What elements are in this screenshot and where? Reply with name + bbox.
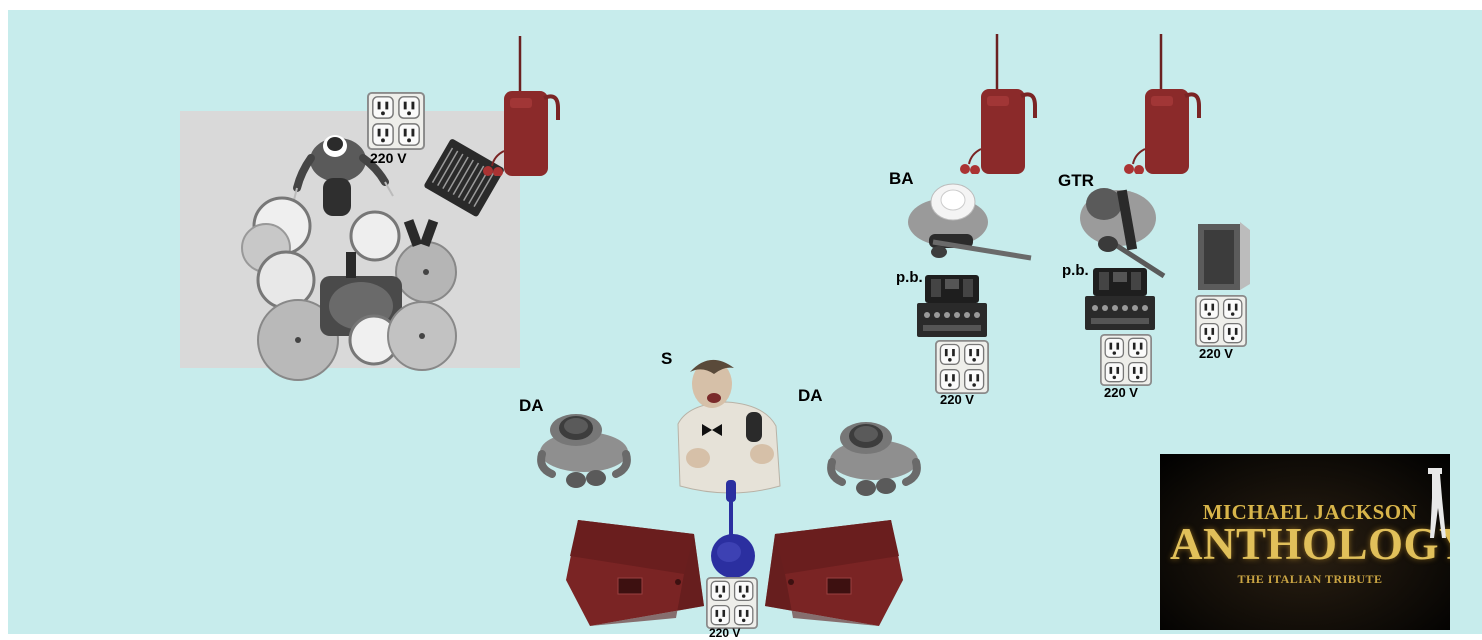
logo-line-2: ANTHOLOGY — [1170, 518, 1440, 570]
monitor-wedge-icon — [763, 520, 903, 630]
power-outlet-icon — [367, 92, 425, 150]
label-dancer-right: DA — [798, 387, 823, 404]
stage-plot: 220 V BA GTR p.b. p.b. 220 V 220 V 220 V — [8, 10, 1482, 634]
power-outlet-icon — [1100, 334, 1152, 386]
dancer-icon — [826, 410, 922, 500]
power-outlet-icon — [935, 340, 989, 394]
voltage-label-bass: 220 V — [940, 393, 974, 406]
pedalboard-icon — [917, 275, 987, 337]
dancer-icon — [536, 402, 632, 492]
voltage-label-drums: 220 V — [370, 151, 407, 165]
power-outlet-icon — [706, 577, 758, 629]
in-ear-transmitter-icon — [959, 34, 1039, 174]
pedalboard-icon — [1085, 268, 1155, 330]
logo: MICHAEL JACKSON ANTHOLOGY THE ITALIAN TR… — [1160, 454, 1450, 630]
voltage-label-singer: 220 V — [709, 627, 740, 639]
monitor-wedge-icon — [566, 520, 706, 630]
voltage-label-laptop: 220 V — [1199, 347, 1233, 360]
in-ear-transmitter-icon — [1123, 34, 1203, 174]
in-ear-transmitter-icon — [482, 36, 562, 176]
singer-icon — [668, 354, 788, 496]
laptop-icon — [1196, 220, 1252, 292]
power-outlet-icon — [1195, 295, 1247, 347]
voltage-label-guitar: 220 V — [1104, 386, 1138, 399]
guitarist-icon — [1078, 178, 1168, 278]
mic-stand-icon — [708, 480, 758, 580]
silhouette-icon — [1422, 462, 1448, 562]
bassist-icon — [903, 178, 1033, 268]
logo-line-3: THE ITALIAN TRIBUTE — [1180, 572, 1440, 587]
